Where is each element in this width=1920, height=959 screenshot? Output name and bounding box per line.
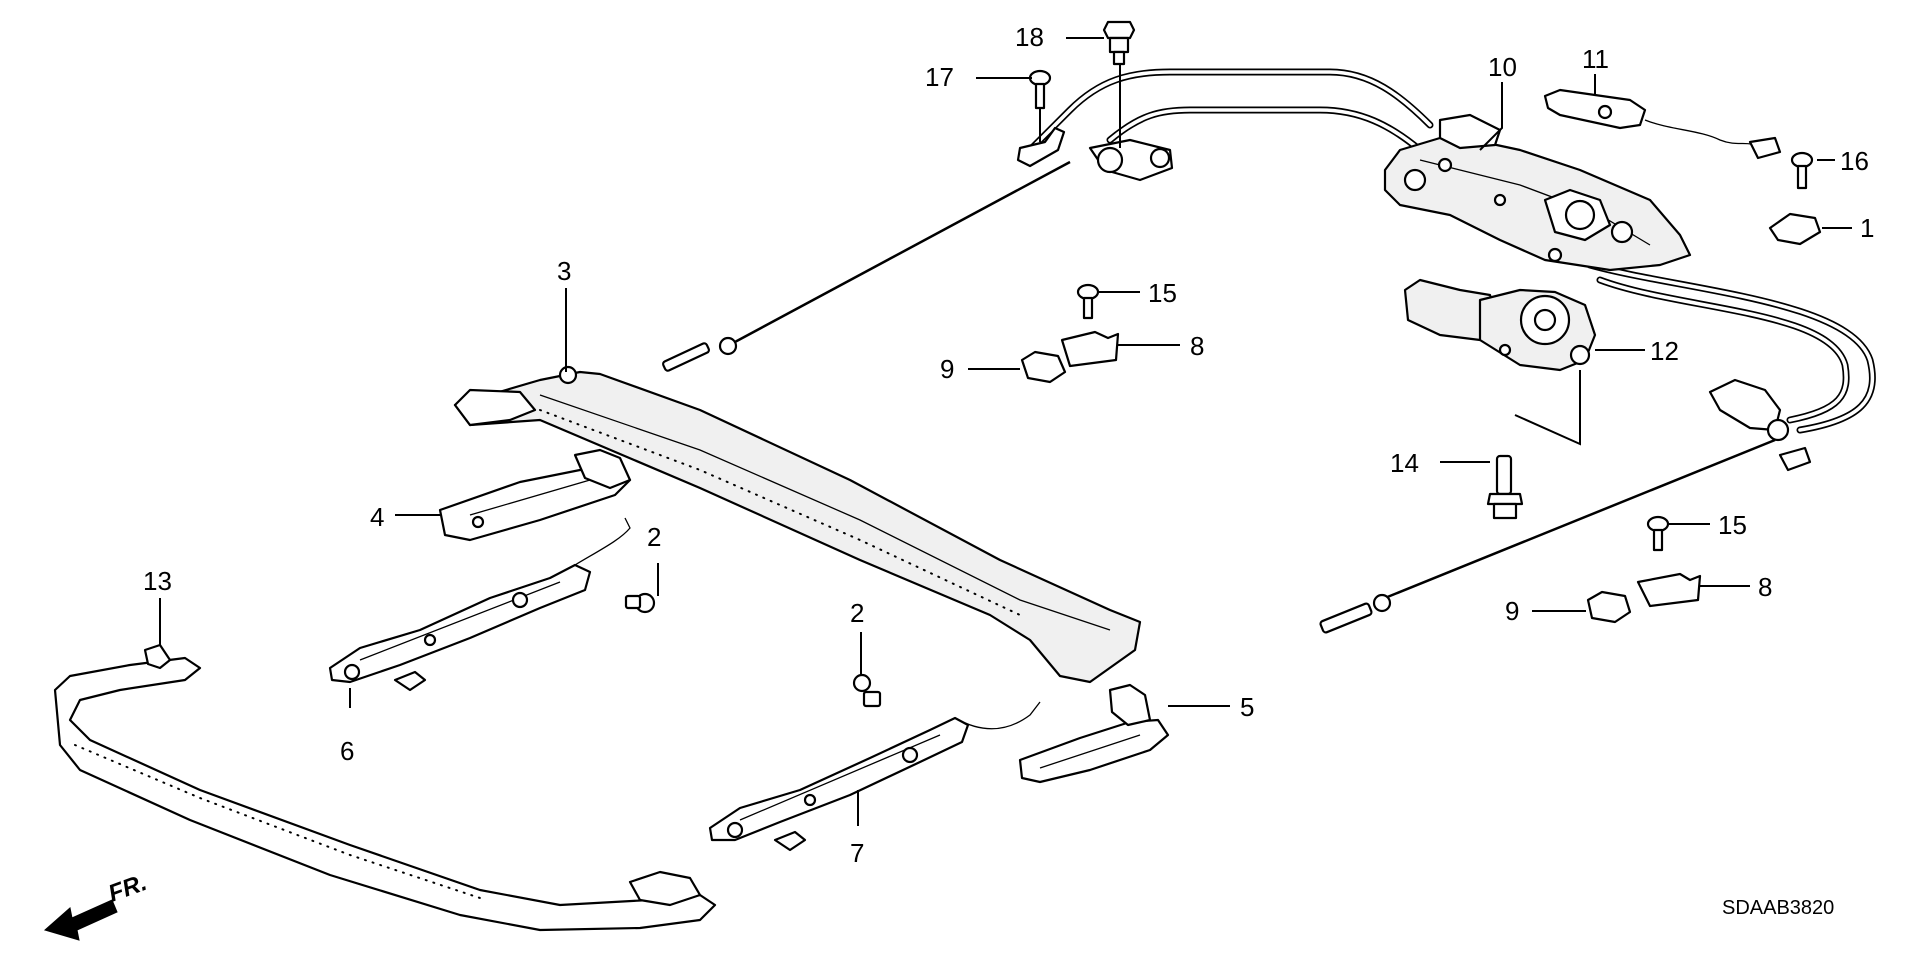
- label-part-18: 18: [1015, 22, 1044, 52]
- label-part-13: 13: [143, 566, 172, 596]
- bracket-8-lower: [1636, 572, 1702, 608]
- label-part-2-lower: 2: [850, 598, 864, 628]
- label-part-3: 3: [557, 256, 571, 286]
- label-part-4: 4: [370, 502, 384, 532]
- label-part-15-upper: 15: [1148, 278, 1177, 308]
- drive-cables: [719, 68, 1876, 602]
- front-label: FR.: [105, 869, 151, 908]
- label-part-7: 7: [850, 838, 864, 868]
- label-part-15-lower: 15: [1718, 510, 1747, 540]
- label-part-12: 12: [1650, 336, 1679, 366]
- label-part-5: 5: [1240, 692, 1254, 722]
- motor-12: [1403, 278, 1597, 372]
- fastener-2-upper: [624, 592, 656, 614]
- clip-9-lower: [1586, 590, 1632, 624]
- front-arrow-icon: [43, 899, 118, 941]
- label-part-10: 10: [1488, 52, 1517, 82]
- cable-end-right: [1319, 593, 1392, 634]
- label-part-17: 17: [925, 62, 954, 92]
- screw-17: [1028, 69, 1052, 110]
- bracket-8-upper: [1060, 330, 1120, 368]
- cable-bracket-left: [1016, 126, 1066, 168]
- label-part-9-lower: 9: [1505, 596, 1519, 626]
- screw-15-lower: [1646, 515, 1670, 552]
- leader-lines: [159, 37, 1852, 826]
- cable-bracket-right: [1708, 378, 1812, 472]
- label-part-2-upper: 2: [647, 522, 661, 552]
- linkage-7: [708, 701, 1041, 852]
- clip-1: [1768, 212, 1822, 246]
- drive-frame-10: [1383, 113, 1692, 272]
- label-part-6: 6: [340, 736, 354, 766]
- clip-9-upper: [1020, 350, 1067, 384]
- diagram-code: SDAAB3820: [1722, 897, 1834, 919]
- slider-4: [438, 448, 632, 542]
- part-number-labels: 18 17 10 11 16 1 3 15 8 9 12 14 4 2 15 8…: [143, 22, 1874, 868]
- rear-frame-13: [53, 643, 717, 932]
- screw-16: [1790, 151, 1814, 190]
- bolt-18: [1102, 20, 1136, 66]
- cable-end-left: [662, 336, 738, 372]
- screw-15-upper: [1076, 283, 1100, 320]
- label-part-8-upper: 8: [1190, 331, 1204, 361]
- label-part-16: 16: [1840, 146, 1869, 176]
- fastener-2-lower: [852, 673, 882, 708]
- label-part-1: 1: [1860, 213, 1874, 243]
- bolt-14: [1486, 454, 1524, 520]
- slider-5: [1018, 683, 1170, 784]
- sensor-assembly-11: [1543, 88, 1782, 160]
- cable-guide-block: [1088, 138, 1174, 182]
- front-rail-3: [453, 365, 1142, 684]
- label-part-9-upper: 9: [940, 354, 954, 384]
- linkage-6: [328, 517, 631, 692]
- label-part-8-lower: 8: [1758, 572, 1772, 602]
- label-part-14: 14: [1390, 448, 1419, 478]
- label-part-11: 11: [1582, 44, 1609, 74]
- front-direction-indicator: FR.: [43, 869, 151, 941]
